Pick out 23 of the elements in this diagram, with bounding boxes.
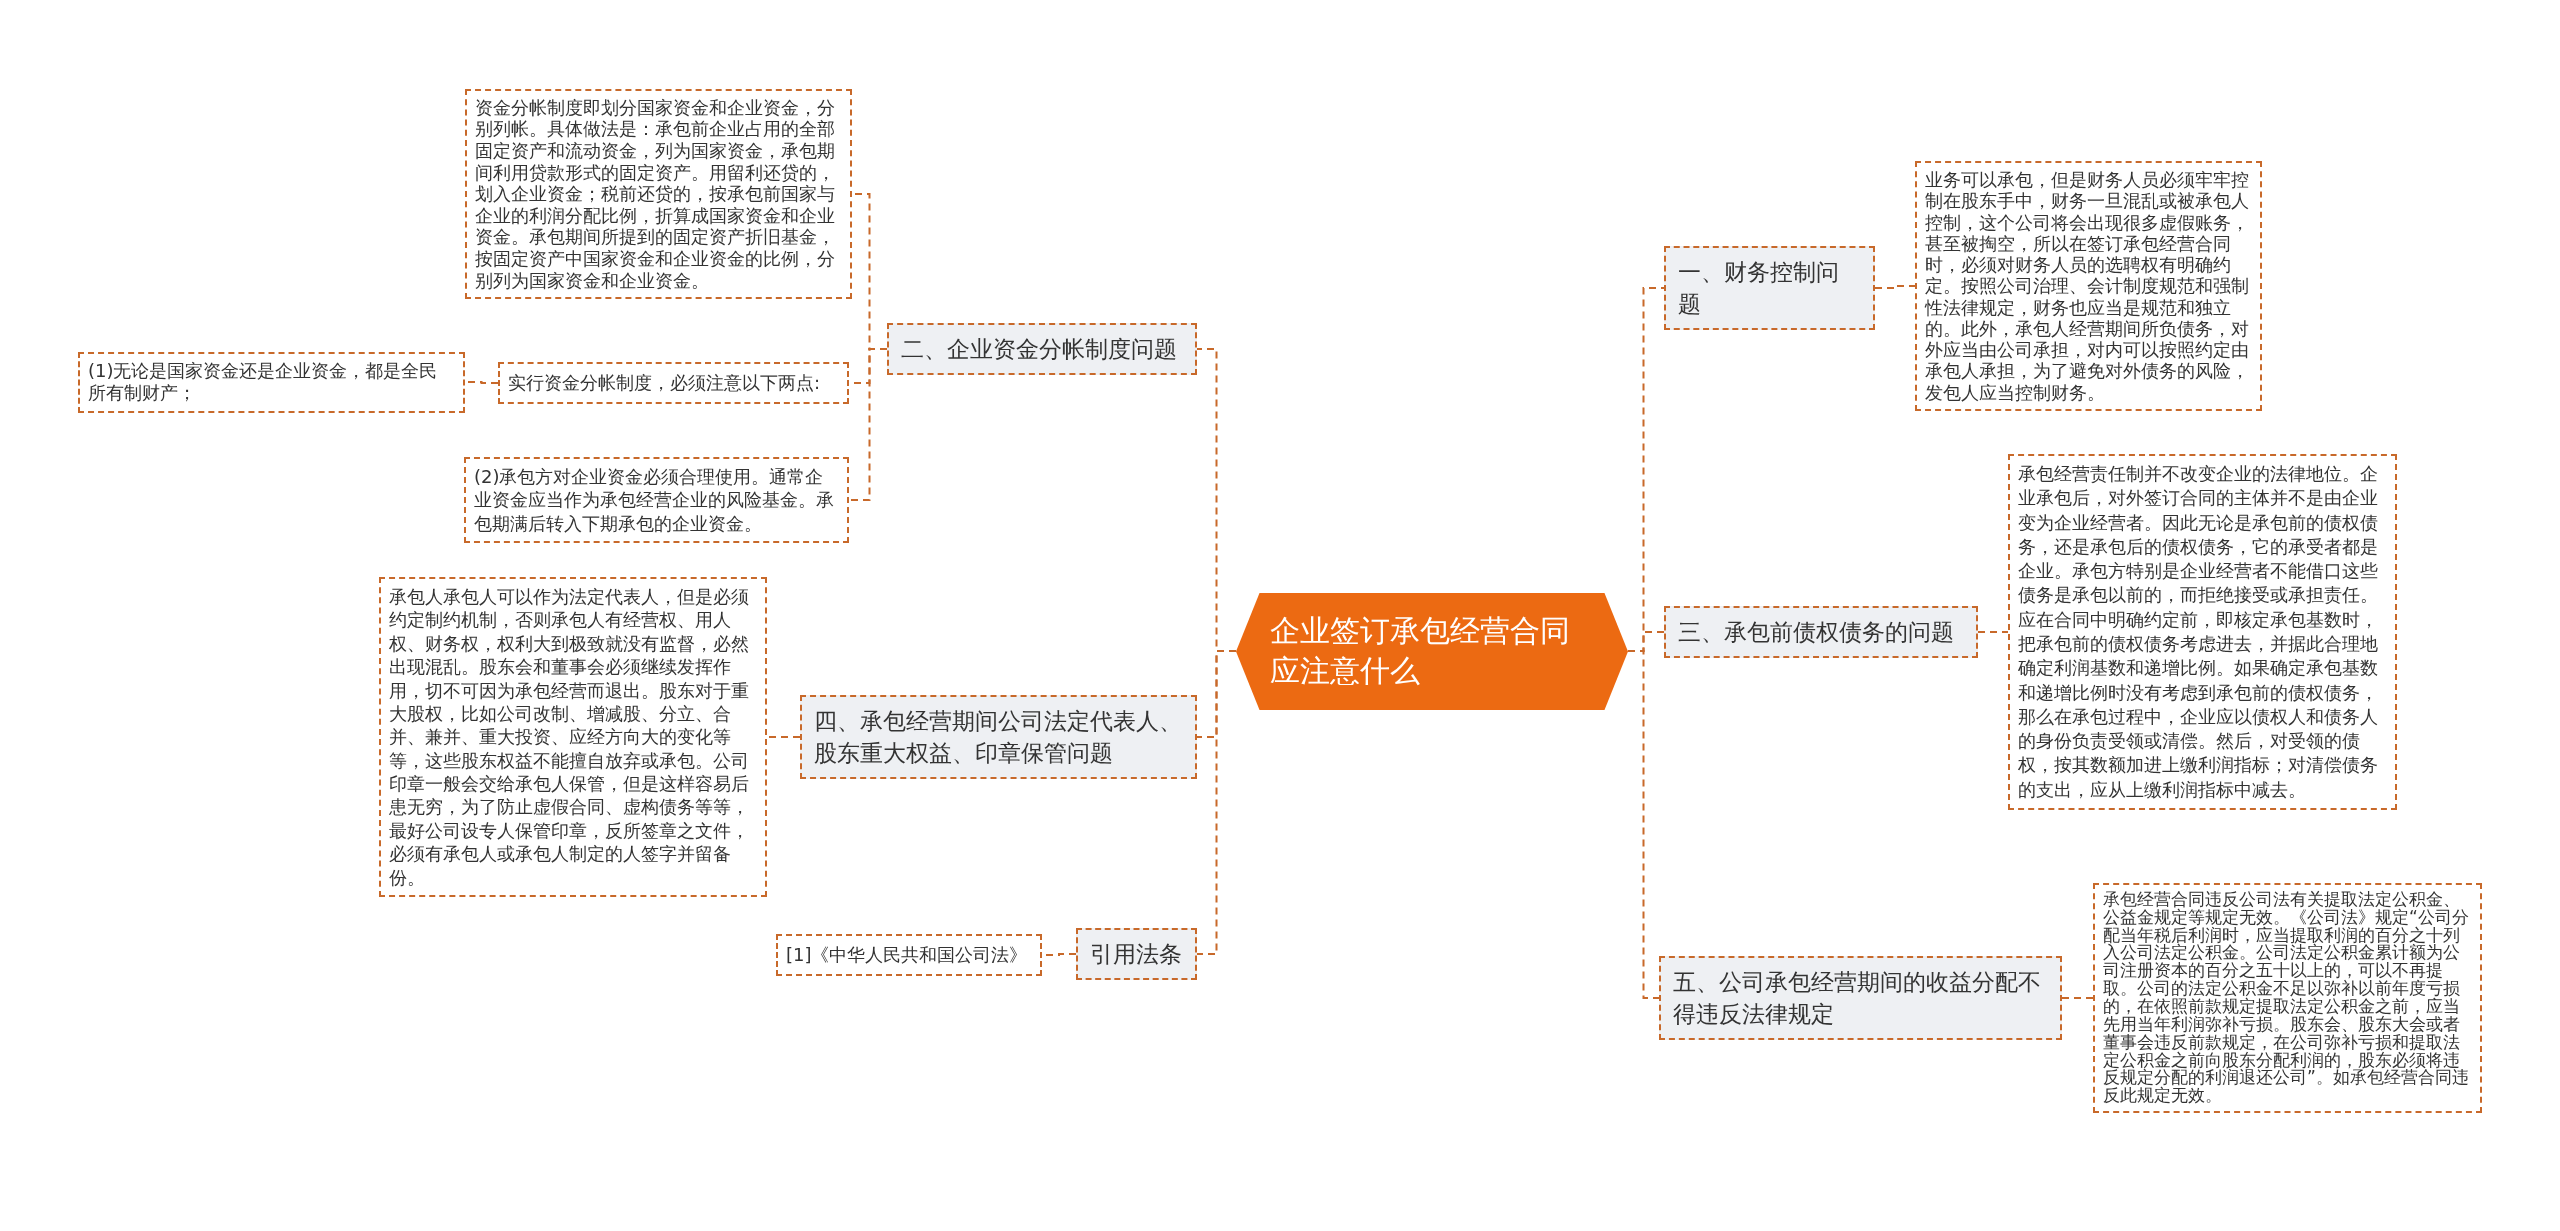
note-text-box: (1)无论是国家资金还是企业资金，都是全民所有制财产；: [78, 351, 465, 413]
topic-box: 引用法条: [1076, 927, 1197, 981]
note-text-box: [1]《中华人民共和国公司法》: [776, 934, 1042, 976]
topic-box: 四、承包经营期间公司法定代表人、股东重大权益、印章保管问题: [800, 694, 1197, 780]
topic-box: 一、财务控制问题: [1664, 245, 1875, 331]
note-text-box: (2)承包方对企业资金必须合理使用。通常企业资金应当作为承包经营企业的风险基金。承包期满后转入下期承包的企业资金。: [464, 456, 849, 544]
note-text-box: 实行资金分帐制度，必须注意以下两点:: [498, 362, 849, 404]
connector-line: [848, 348, 888, 501]
connector-line: [1874, 285, 1916, 289]
note-text-box: 承包人承包人可以作为法定代表人，但是必须约定制约机制，否则承包人有经营权、用人权、财务权，权利大到极致就没有监督，必然出现混乱。股东会和董事会必须继续发挥作用，切不可因为承包经营而退出。股东对于重大股权，比如公司改制、增减股、分立、合并、兼并、重大投资、应经方向大的变化等等，这些股东权益不能擅自放弃或承包。公司印章一般会交给承包人保管，但是这样容易后患无穷，为了防止虚假合同、虚构债务等等，最好公司设专人保管印章，反所签章之文件，必须有承包人或承包人制定的人签字并留备份。: [379, 576, 767, 898]
connector-line: [1977, 631, 2009, 633]
central-topic: 企业签订承包经营合同应注意什么: [1236, 592, 1628, 710]
note-text-box: 承包经营合同违反公司法有关提取法定公积金、公益金规定等规定无效。《公司法》规定“公司分配当年税后利润时，应当提取利润的百分之十列入公司法定公积金。公司法定公积金累计额为公司注册资本的百分之五十以上的，可以不再提取。公司的法定公积金不足以弥补以前年度亏损的，在依照前款规定提取法定公积金之前，应当先用当年利润弥补亏损。股东会、股东大会或者董事会违反前款规定，在公司弥补亏损和提取法定公积金之前向股东分配利润的，股东必须将违反规定分配的利润退还公司”。如承包经营合同违反此规定无效。: [2093, 882, 2482, 1114]
connector-line: [2061, 997, 2094, 999]
topic-box: 二、企业资金分帐制度问题: [887, 322, 1197, 376]
connector-line: [1627, 650, 1660, 999]
connector-line: [1196, 650, 1237, 955]
note-text-box: 资金分帐制度即划分国家资金和企业资金，分别列帐。具体做法是：承包前企业占用的全部固定资产和流动资金，列为国家资金，承包期间利用贷款形式的固定资产。用留利还贷的，划入企业资金；税前还贷的，按承包前国家与企业的利润分配比例，折算成国家资金和企业资金。承包期间所提到的固定资产折旧基金，按固定资产中国家资金和企业资金的比例，分别列为国家资金和企业资金。: [465, 88, 852, 300]
note-text-box: 承包经营责任制并不改变企业的法律地位。企业承包后，对外签订合同的主体并不是由企业变为企业经营者。因此无论是承包前的债权债务，还是承包后的债权债务，它的承受者都是企业。承包方特别是企业经营者不能借口这些债务是承包以前的，而拒绝接受或承担责任。应在合同中明确约定前，即核定承包基数时，把承包前的债权债务考虑进去，并据此合理地确定利润基数和递增比例。如果确定承包基数和递增比例时没有考虑到承包前的债权债务，那么在承包过程中，企业应以债权人和债务人的身份负责受领或清偿。然后，对受领的债权，按其数额加进上缴利润指标；对清偿债务的支出，应从上缴利润指标中减去。: [2008, 453, 2397, 811]
topic-box: 五、公司承包经营期间的收益分配不得违反法律规定: [1659, 955, 2062, 1041]
connector-line: [766, 736, 801, 738]
note-text-box: 业务可以承包，但是财务人员必须牢牢控制在股东手中，财务一旦混乱或被承包人控制，这个公司将会出现很多虚假账务，甚至被掏空，所以在签订承包经营合同时，必须对财务人员的选聘权有明确约定。按照公司治理、会计制度规范和强制性法律规定，财务也应当是规范和独立的。此外，承包人经营期间所负债务，对外应当由公司承担，对内可以按照约定由承包人承担，为了避免对外债务的风险，发包人应当控制财务。: [1915, 161, 2262, 411]
topic-box: 三、承包前债权债务的问题: [1664, 605, 1978, 659]
